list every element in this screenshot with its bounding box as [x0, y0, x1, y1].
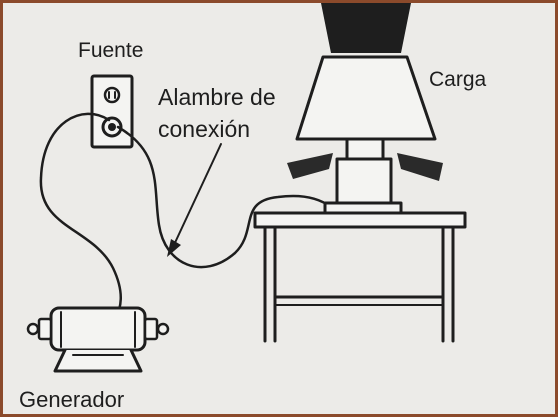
outlet-icon	[90, 74, 134, 149]
label-carga: Carga	[429, 68, 487, 91]
pointer-arrow-icon	[167, 143, 222, 257]
generator-icon	[26, 306, 170, 373]
label-generador: Generador	[19, 387, 125, 412]
lamp-icon	[287, 3, 443, 215]
table-icon	[253, 211, 467, 343]
label-alambre-line2: conexión	[158, 116, 251, 142]
wire-to-generator	[39, 112, 122, 323]
label-alambre-de-conexion: Alambre de conexión	[158, 81, 276, 145]
wire-to-load	[116, 125, 333, 269]
label-alambre-line1: Alambre de	[158, 84, 276, 110]
circuit-diagram	[26, 3, 467, 373]
label-fuente: Fuente	[78, 39, 144, 62]
